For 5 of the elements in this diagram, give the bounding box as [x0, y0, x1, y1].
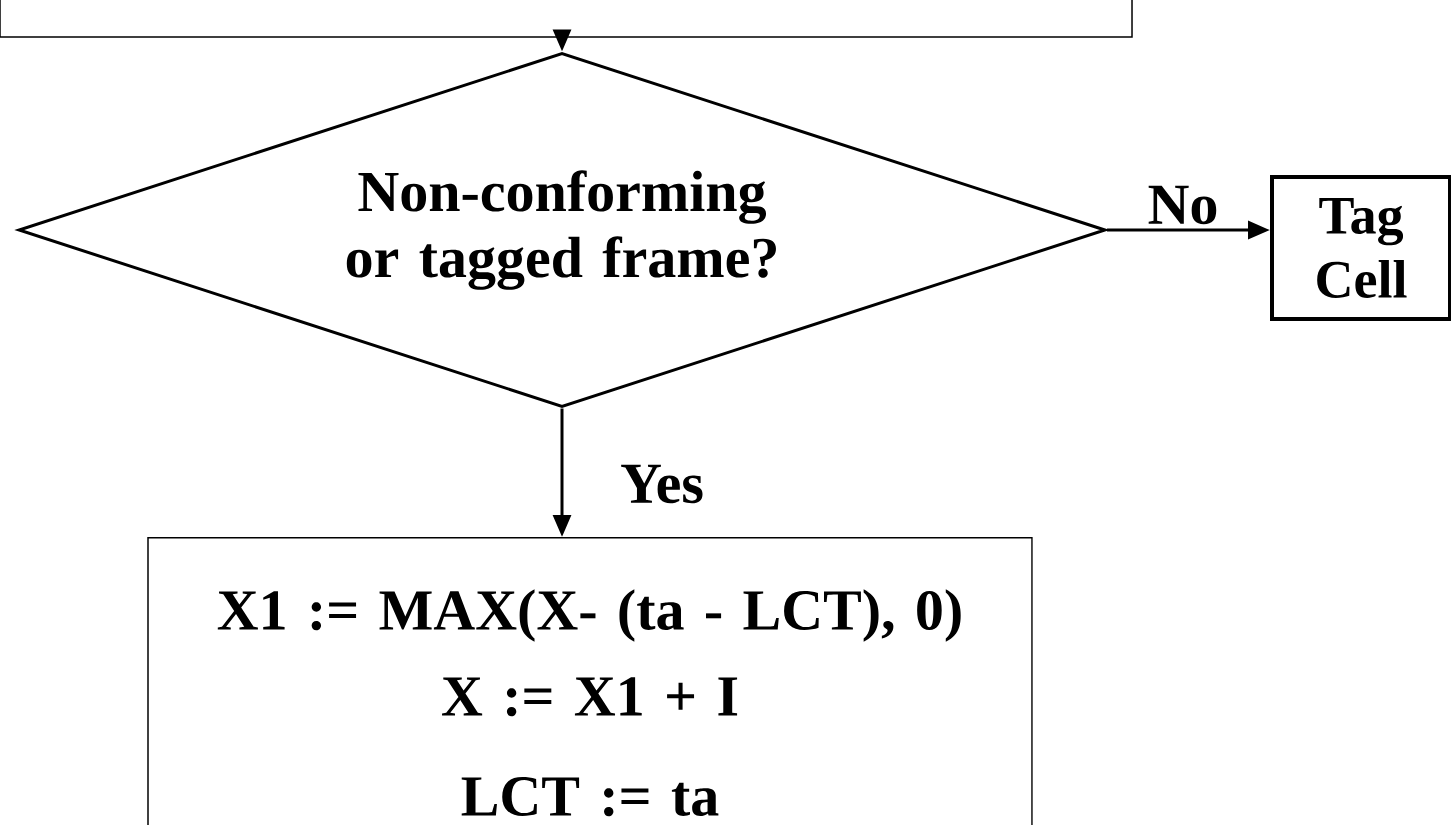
- edge-label: Yes: [619, 463, 705, 505]
- process-box: [0, 0, 1133, 38]
- edge-label: No: [1146, 184, 1220, 226]
- process-box: Tag Cell: [1270, 175, 1451, 321]
- process-box: X1 := MAX(X- (ta - LCT), 0) X := X1 + I LCT := ta: [147, 537, 1033, 825]
